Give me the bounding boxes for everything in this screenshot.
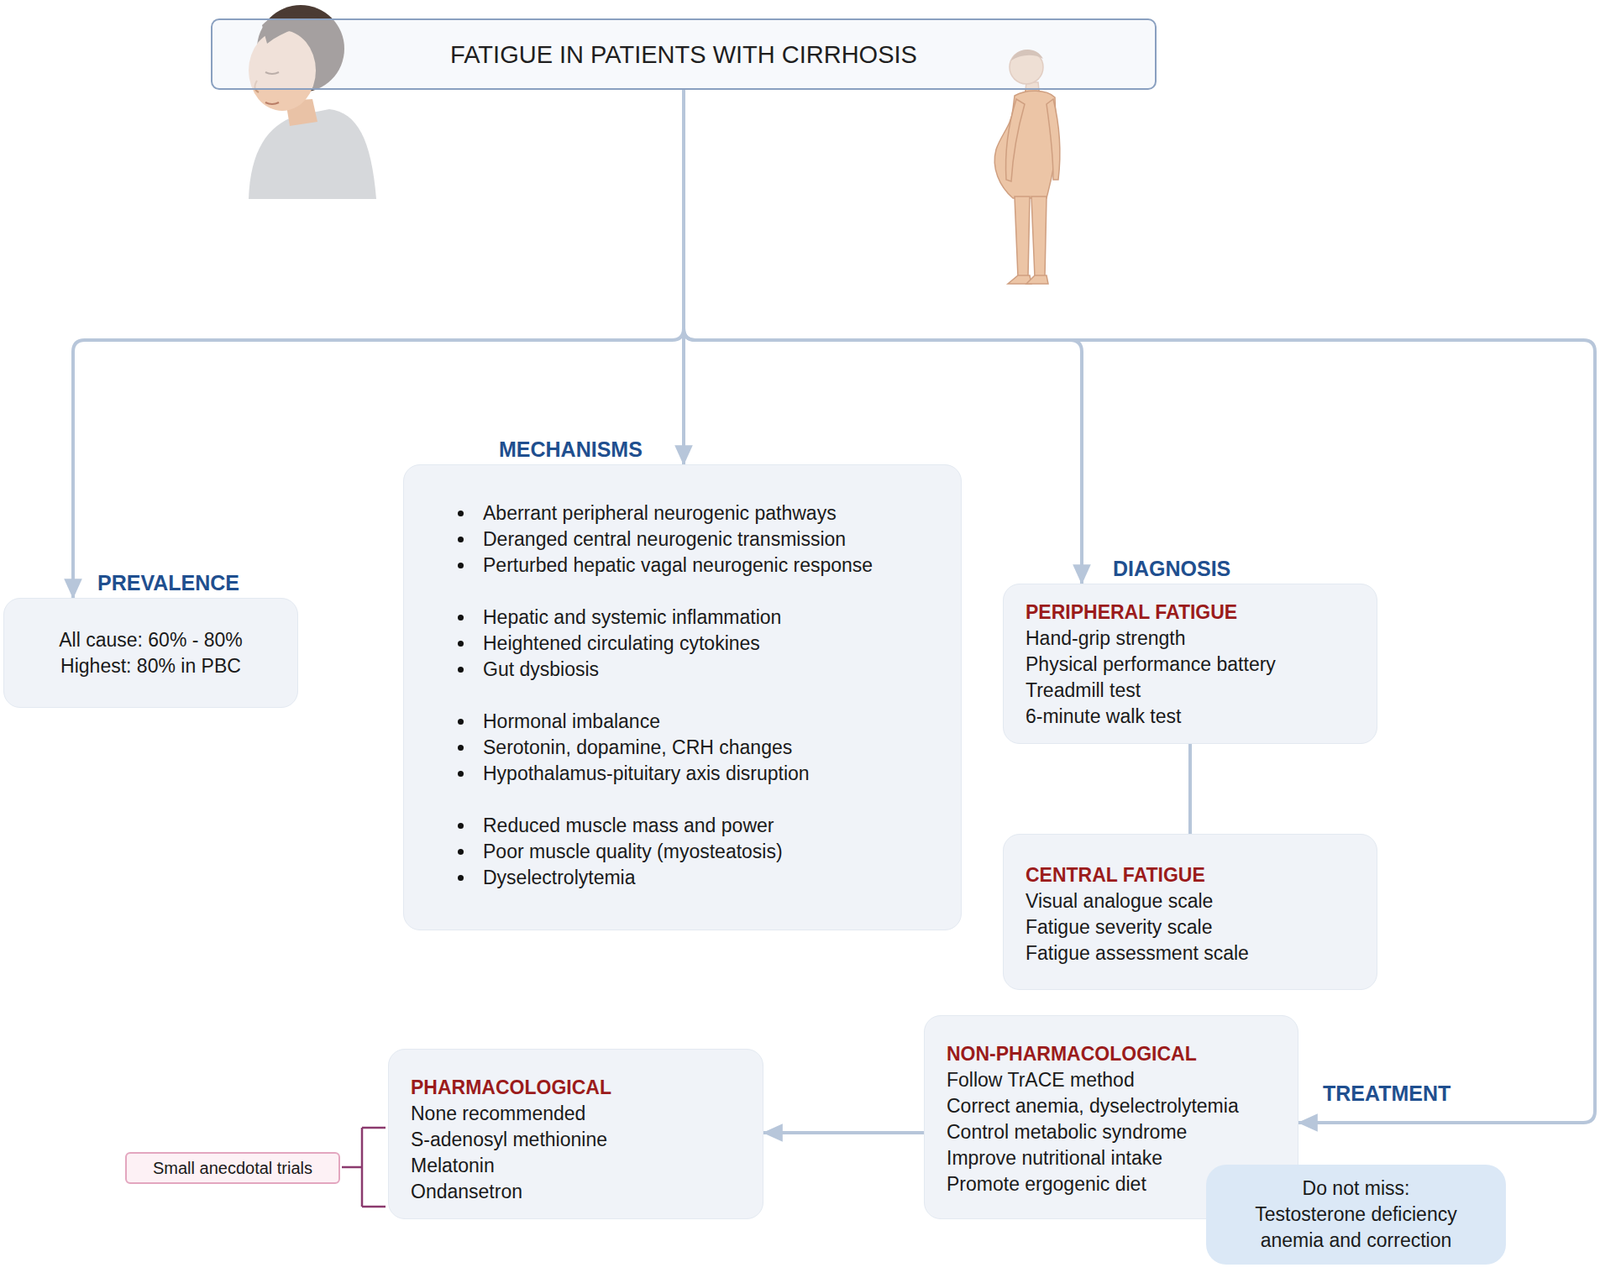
- mechanism-item: Perturbed hepatic vagal neurogenic respo…: [482, 552, 873, 579]
- bullet-dot: [457, 771, 464, 777]
- pharmacological-box: PHARMACOLOGICALNone recommendedS-adenosy…: [388, 1049, 764, 1220]
- box-heading: NON-PHARMACOLOGICAL: [946, 1041, 1278, 1068]
- box-text: All cause: 60% - 80%: [58, 627, 243, 654]
- bullet-row: Deranged central neurogenic transmission: [457, 526, 936, 553]
- do-not-miss-box: Do not miss:Testosterone deficiency anem…: [1206, 1164, 1506, 1265]
- connector-arrow: [763, 1131, 924, 1135]
- bullet-row: Hormonal imbalance: [457, 708, 936, 735]
- connector-arrow: [1188, 744, 1192, 835]
- box-text: Testosterone deficiency anemia and corre…: [1221, 1201, 1491, 1254]
- mechanisms-box: MECHANISMSAberrant peripheral neurogenic…: [403, 464, 962, 931]
- box-text: Small anecdotal trials: [152, 1155, 313, 1181]
- box-text: Fatigue severity scale: [1025, 914, 1357, 941]
- mechanism-item: Reduced muscle mass and power: [482, 813, 774, 840]
- central-fatigue-box: CENTRAL FATIGUEVisual analogue scaleFati…: [1002, 834, 1378, 991]
- mechanism-item: Aberrant peripheral neurogenic pathways: [482, 500, 837, 527]
- box-text: Do not miss:: [1302, 1175, 1411, 1202]
- bullet-row: Poor muscle quality (myosteatosis): [457, 839, 936, 866]
- mechanism-item: Heightened circulating cytokines: [482, 630, 761, 657]
- bullet-dot: [457, 510, 464, 517]
- box-text: None recommended: [410, 1101, 743, 1128]
- title-box: FATIGUE IN PATIENTS WITH CIRRHOSIS: [210, 18, 1157, 90]
- bullet-row: Hepatic and systemic inflammation: [457, 604, 936, 631]
- bullet-dot: [457, 823, 464, 829]
- prevalence-box: PREVALENCEAll cause: 60% - 80%Highest: 8…: [3, 598, 299, 709]
- box-text: S-adenosyl methionine: [410, 1127, 743, 1154]
- box-heading: CENTRAL FATIGUE: [1025, 862, 1357, 889]
- mechanism-item: Gut dysbiosis: [482, 656, 599, 683]
- box-text: Physical performance battery: [1025, 651, 1357, 678]
- mechanism-item: Poor muscle quality (myosteatosis): [482, 839, 783, 866]
- box-text: Visual analogue scale: [1025, 888, 1357, 915]
- bullet-dot: [457, 849, 464, 856]
- bullet-row: Heightened circulating cytokines: [457, 630, 936, 657]
- box-text: Correct anemia, dyselectrolytemia: [946, 1093, 1278, 1120]
- bullet-dot: [457, 536, 464, 543]
- box-text: Control metabolic syndrome: [946, 1119, 1278, 1146]
- bullet-dot: [457, 875, 464, 882]
- bullet-row: Gut dysbiosis: [457, 656, 936, 683]
- bullet-row: Reduced muscle mass and power: [457, 813, 936, 840]
- mechanism-item: Dyselectrolytemia: [482, 865, 636, 892]
- bullet-row: Dyselectrolytemia: [457, 865, 936, 892]
- box-text: Ondansetron: [410, 1179, 743, 1206]
- bullet-row: Serotonin, dopamine, CRH changes: [457, 734, 936, 761]
- box-text: Highest: 80% in PBC: [60, 653, 242, 680]
- mechanism-item: Deranged central neurogenic transmission: [482, 526, 846, 553]
- bullet-dot: [457, 614, 464, 621]
- mechanism-item: Hepatic and systemic inflammation: [482, 604, 782, 631]
- section-heading: DIAGNOSIS: [1112, 556, 1231, 582]
- bullet-dot: [457, 718, 464, 725]
- section-heading: PREVALENCE: [97, 570, 240, 596]
- mechanism-item: Serotonin, dopamine, CRH changes: [482, 734, 793, 761]
- bracket: [341, 1127, 386, 1207]
- diagram-title: FATIGUE IN PATIENTS WITH CIRRHOSIS: [450, 39, 918, 70]
- box-text: Treadmill test: [1025, 677, 1357, 704]
- box-text: Follow TrACE method: [946, 1067, 1278, 1094]
- box-heading: PHARMACOLOGICAL: [410, 1075, 743, 1102]
- bullet-dot: [457, 562, 464, 569]
- bullet-dot: [457, 640, 464, 647]
- box-heading: PERIPHERAL FATIGUE: [1025, 599, 1357, 626]
- box-text: Hand-grip strength: [1025, 625, 1357, 652]
- section-heading: MECHANISMS: [498, 436, 643, 462]
- bullet-dot: [457, 744, 464, 751]
- peripheral-fatigue-box: DIAGNOSISPERIPHERAL FATIGUEHand-grip str…: [1002, 583, 1378, 745]
- bullet-dot: [457, 666, 464, 673]
- bullet-row: Aberrant peripheral neurogenic pathways: [457, 500, 936, 527]
- bullet-row: Hypothalamus-pituitary axis disruption: [457, 760, 936, 787]
- edge-label: TREATMENT: [1320, 1080, 1454, 1107]
- trials-note-box: Small anecdotal trials: [125, 1152, 341, 1185]
- mechanism-item: Hormonal imbalance: [482, 708, 661, 735]
- box-text: 6-minute walk test: [1025, 703, 1357, 730]
- box-text: Melatonin: [410, 1153, 743, 1180]
- box-text: Fatigue assessment scale: [1025, 940, 1357, 967]
- bullet-row: Perturbed hepatic vagal neurogenic respo…: [457, 552, 936, 579]
- mechanism-item: Hypothalamus-pituitary axis disruption: [482, 760, 810, 787]
